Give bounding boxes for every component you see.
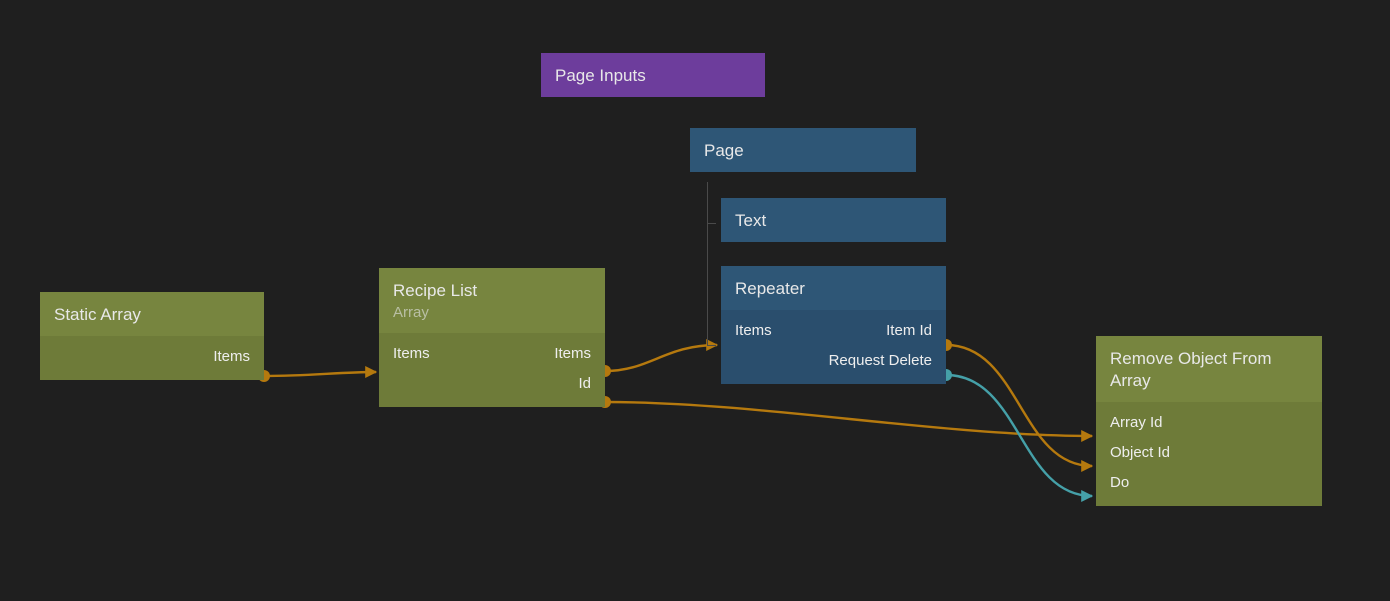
- node-repeater-body: Items Item Id Request Delete: [721, 310, 946, 384]
- node-static-array-header: Static Array: [40, 292, 264, 336]
- port-label-repeater-item-id[interactable]: Item Id: [886, 322, 932, 339]
- port-label-remove-object-object-id[interactable]: Object Id: [1110, 444, 1171, 461]
- node-static-array-title: Static Array: [54, 305, 141, 324]
- port-label-repeater-request-delete[interactable]: Request Delete: [828, 352, 932, 369]
- node-static-array[interactable]: Static Array Items: [40, 292, 264, 403]
- node-recipe-list-header: Recipe List Array: [379, 268, 605, 333]
- port-row[interactable]: Object Id: [1096, 438, 1322, 468]
- node-repeater[interactable]: Repeater Items Item Id Request Delete: [721, 266, 946, 405]
- node-page-inputs-header: Page Inputs: [541, 53, 765, 97]
- port-label-recipe-list-id[interactable]: Id: [578, 375, 591, 392]
- node-text[interactable]: Text: [721, 198, 946, 249]
- node-remove-object-header: Remove Object From Array: [1096, 336, 1322, 402]
- port-row[interactable]: Id: [379, 369, 605, 399]
- node-text-title: Text: [735, 211, 767, 230]
- node-recipe-list-subtitle: Array: [393, 304, 429, 321]
- port-row[interactable]: Array Id: [1096, 408, 1322, 438]
- port-row[interactable]: Items Items: [379, 339, 605, 369]
- tree-connector-vertical: [707, 182, 708, 345]
- node-page-header: Page: [690, 128, 916, 172]
- node-recipe-list-body: Items Items Id: [379, 333, 605, 407]
- edge-repeater-item-id-to-remove-object-id[interactable]: [945, 343, 1094, 472]
- node-recipe-list-title: Recipe List: [393, 281, 478, 300]
- node-repeater-header: Repeater: [721, 266, 946, 310]
- node-remove-object-body: Array Id Object Id Do: [1096, 402, 1322, 506]
- node-text-header: Text: [721, 198, 946, 242]
- node-page[interactable]: Page: [690, 128, 916, 180]
- port-label-repeater-items[interactable]: Items: [735, 322, 772, 339]
- node-page-inputs-title: Page Inputs: [555, 66, 646, 85]
- port-label-recipe-list-items-in[interactable]: Items: [393, 345, 430, 362]
- node-remove-object-title: Remove Object From Array: [1110, 349, 1272, 390]
- port-row[interactable]: Items: [40, 342, 264, 372]
- node-remove-object-from-array[interactable]: Remove Object From Array Array Id Object…: [1096, 336, 1322, 522]
- node-page-inputs[interactable]: Page Inputs: [541, 53, 765, 105]
- node-repeater-title: Repeater: [735, 279, 805, 298]
- edge-recipe-list-items-to-repeater-items[interactable]: [604, 339, 719, 373]
- tree-connector-to-repeater: [707, 345, 716, 346]
- port-row[interactable]: Do: [1096, 468, 1322, 498]
- port-label-remove-object-do[interactable]: Do: [1110, 474, 1130, 491]
- port-row[interactable]: Items Item Id: [721, 316, 946, 346]
- node-recipe-list[interactable]: Recipe List Array Items Items Id: [379, 268, 605, 430]
- port-label-recipe-list-items-out[interactable]: Items: [554, 345, 591, 362]
- node-page-title: Page: [704, 141, 744, 160]
- port-row[interactable]: Request Delete: [721, 346, 946, 376]
- node-static-array-body: Items: [40, 336, 264, 380]
- edge-static-array-items-to-recipe-list-items[interactable]: [263, 366, 378, 379]
- edge-repeater-request-delete-to-remove-do[interactable]: [945, 373, 1094, 502]
- port-label-static-array-items[interactable]: Items: [213, 348, 250, 365]
- port-label-remove-object-array-id[interactable]: Array Id: [1110, 414, 1163, 431]
- edge-recipe-list-id-to-remove-array-id[interactable]: [604, 400, 1094, 442]
- tree-connector-to-text: [707, 223, 716, 224]
